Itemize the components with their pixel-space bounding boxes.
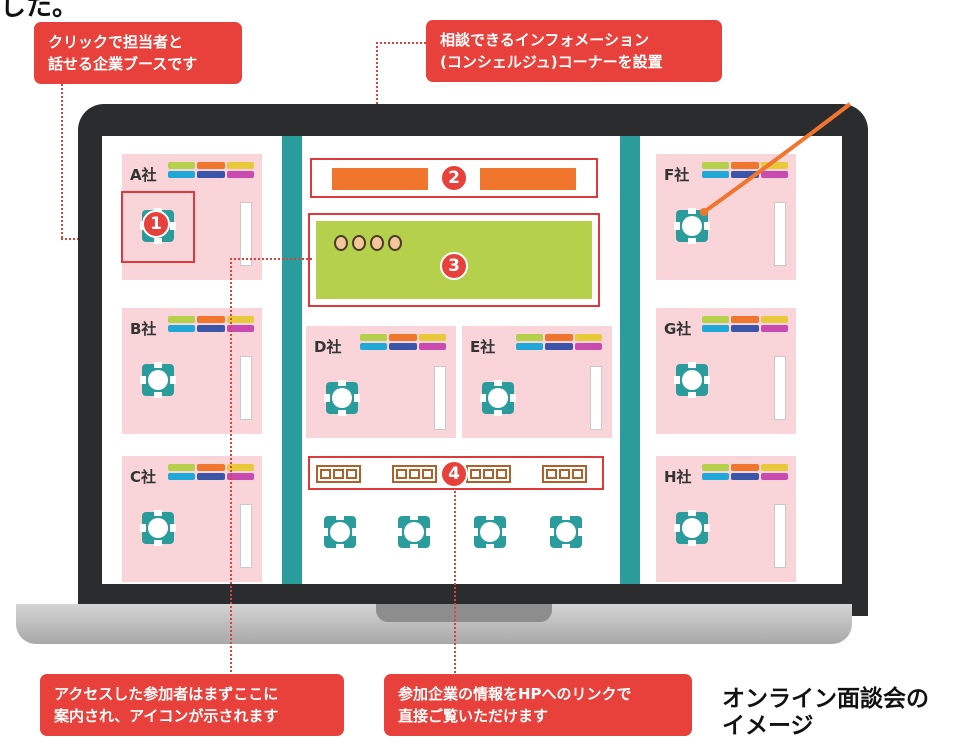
caption-line-1: オンライン面談会の	[722, 686, 929, 712]
meeting-table-icon	[324, 380, 360, 416]
connector-2-horizontal	[376, 42, 426, 44]
color-bar-bottom	[168, 171, 254, 178]
brochure-shelf	[590, 366, 602, 430]
connector-3-horizontal	[230, 258, 312, 260]
brochure-shelf	[240, 202, 252, 266]
color-bar-bottom	[702, 325, 788, 332]
connector-2-vertical	[376, 42, 378, 160]
meeting-table-icon	[480, 380, 516, 416]
meeting-table-icon	[140, 362, 176, 398]
color-bar-bottom	[360, 343, 446, 350]
booth-name: F社	[664, 166, 690, 184]
meeting-table-icon	[322, 514, 358, 550]
booth-name: E社	[470, 338, 496, 356]
concierge-callout-line-1: 相談できるインフォメーション	[440, 31, 649, 49]
booth-name: B社	[130, 320, 157, 338]
brochure-shelf	[774, 356, 786, 420]
marker-3: 3	[440, 252, 468, 280]
color-bar-top	[702, 162, 788, 169]
booth-c[interactable]: C社	[122, 456, 262, 582]
booth-a-table-highlight	[121, 191, 195, 263]
color-bar-bottom	[168, 325, 254, 332]
left-pillar	[282, 136, 302, 584]
header-fragment: した。	[0, 0, 79, 22]
booth-d[interactable]: D社	[306, 326, 456, 438]
booth-g[interactable]: G社	[656, 308, 796, 434]
laptop-notch	[376, 604, 552, 622]
right-pillar	[620, 136, 640, 584]
booth-e[interactable]: E社	[462, 326, 612, 438]
link-group[interactable]	[542, 465, 587, 483]
color-bar-top	[360, 334, 446, 341]
diagram-caption: オンライン面談会の イメージ	[722, 686, 929, 740]
meeting-table-icon	[674, 208, 710, 244]
concierge-banner-right	[480, 168, 576, 190]
booth-name: A社	[130, 166, 157, 184]
booth-name: H社	[664, 468, 692, 486]
lounge-callout-line-2: 案内され、アイコンが示されます	[54, 707, 279, 725]
color-bar-top	[702, 316, 788, 323]
concierge-callout-line-2: (コンシェルジュ)コーナーを設置	[440, 53, 663, 71]
links-callout-line-2: 直接ご覧いただけます	[398, 707, 549, 725]
color-bar-top	[702, 464, 788, 471]
booth-callout: クリックで担当者と 話せる企業ブースです	[34, 22, 242, 84]
brochure-shelf	[774, 202, 786, 266]
meeting-table-icon	[674, 510, 710, 546]
color-bar-top	[168, 162, 254, 169]
concierge-callout: 相談できるインフォメーション (コンシェルジュ)コーナーを設置	[426, 20, 722, 82]
color-bar-bottom	[168, 473, 254, 480]
color-bar-bottom	[516, 343, 602, 350]
connector-3-vertical	[230, 258, 232, 676]
connector-4-vertical	[454, 488, 456, 676]
color-bar-top	[168, 316, 254, 323]
lounge-callout-line-1: アクセスした参加者はまずここに	[54, 685, 279, 703]
meeting-table-icon	[140, 510, 176, 546]
marker-4: 4	[440, 460, 468, 488]
lounge-callout: アクセスした参加者はまずここに 案内され、アイコンが示されます	[40, 674, 344, 736]
meeting-table-icon	[674, 362, 710, 398]
meeting-table-icon	[548, 514, 584, 550]
color-bar-top	[516, 334, 602, 341]
booth-b[interactable]: B社	[122, 308, 262, 434]
participant-avatar-icon	[370, 235, 384, 251]
links-callout: 参加企業の情報をHPへのリンクで 直接ご覧いただけます	[384, 674, 692, 736]
participant-avatar-icon	[388, 235, 402, 251]
color-bar-top	[168, 464, 254, 471]
brochure-shelf	[240, 356, 252, 420]
link-group[interactable]	[466, 465, 511, 483]
brochure-shelf	[774, 504, 786, 568]
brochure-shelf	[240, 504, 252, 568]
booth-callout-line-1: クリックで担当者と	[48, 33, 184, 51]
participant-avatar-icon	[352, 235, 366, 251]
marker-2: 2	[440, 164, 468, 192]
meeting-table-icon	[396, 514, 432, 550]
booth-h[interactable]: H社	[656, 456, 796, 582]
connector-1-vertical	[61, 80, 63, 238]
link-group[interactable]	[316, 465, 361, 483]
concierge-banner-left	[332, 168, 428, 190]
meeting-table-icon	[472, 514, 508, 550]
booth-f[interactable]: F社	[656, 154, 796, 280]
booth-name: C社	[130, 468, 157, 486]
booth-name: D社	[314, 338, 342, 356]
participant-avatar-icon	[334, 235, 348, 251]
link-group[interactable]	[392, 465, 437, 483]
booth-name: G社	[664, 320, 692, 338]
color-bar-bottom	[702, 171, 788, 178]
marker-1: 1	[142, 210, 170, 238]
booth-callout-line-2: 話せる企業ブースです	[48, 55, 198, 73]
caption-line-2: イメージ	[722, 713, 814, 739]
brochure-shelf	[434, 366, 446, 430]
color-bar-bottom	[702, 473, 788, 480]
links-callout-line-1: 参加企業の情報をHPへのリンクで	[398, 685, 632, 703]
